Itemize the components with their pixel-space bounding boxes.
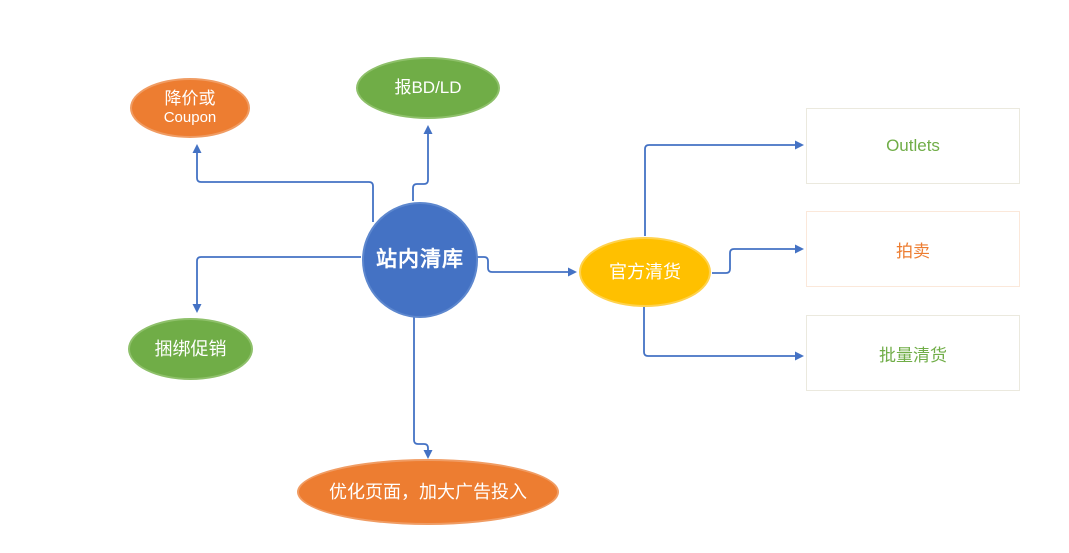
connector-official-to-auction — [712, 244, 804, 274]
node-bd-ld-label: 报BD/LD — [394, 78, 462, 98]
node-onsite-clearance[interactable]: 站内清库 — [362, 202, 478, 318]
connector-center-to-ads — [413, 316, 433, 459]
node-discount-coupon[interactable]: 降价或 Coupon — [130, 78, 250, 138]
connector-center-to-bd — [412, 125, 433, 201]
node-bd-ld[interactable]: 报BD/LD — [356, 57, 500, 119]
node-discount-coupon-line1: 降价或 — [164, 89, 216, 108]
node-page-ads-label: 优化页面，加大广告投入 — [329, 481, 527, 502]
node-discount-coupon-line2: Coupon — [163, 109, 217, 127]
box-auction[interactable]: 拍卖 — [806, 211, 1020, 287]
connector-official-to-bulk — [643, 307, 804, 361]
node-bundle-promo[interactable]: 捆绑促销 — [128, 318, 253, 380]
connector-official-to-outlets — [644, 140, 804, 236]
box-bulk-clearance[interactable]: 批量清货 — [806, 315, 1020, 391]
node-official-clearance[interactable]: 官方清货 — [579, 237, 711, 307]
box-auction-label: 拍卖 — [896, 241, 930, 261]
box-bulk-clearance-label: 批量清货 — [879, 345, 947, 365]
node-bundle-promo-label: 捆绑促销 — [154, 338, 227, 359]
connector-center-to-official — [477, 256, 577, 277]
box-outlets-label: Outlets — [886, 136, 940, 155]
box-outlets[interactable]: Outlets — [806, 108, 1020, 184]
connector-center-to-discount — [192, 144, 374, 222]
node-page-ads[interactable]: 优化页面，加大广告投入 — [297, 459, 559, 525]
connector-center-to-bundle — [192, 256, 361, 313]
node-onsite-clearance-label: 站内清库 — [376, 247, 464, 271]
node-official-clearance-label: 官方清货 — [609, 261, 681, 282]
